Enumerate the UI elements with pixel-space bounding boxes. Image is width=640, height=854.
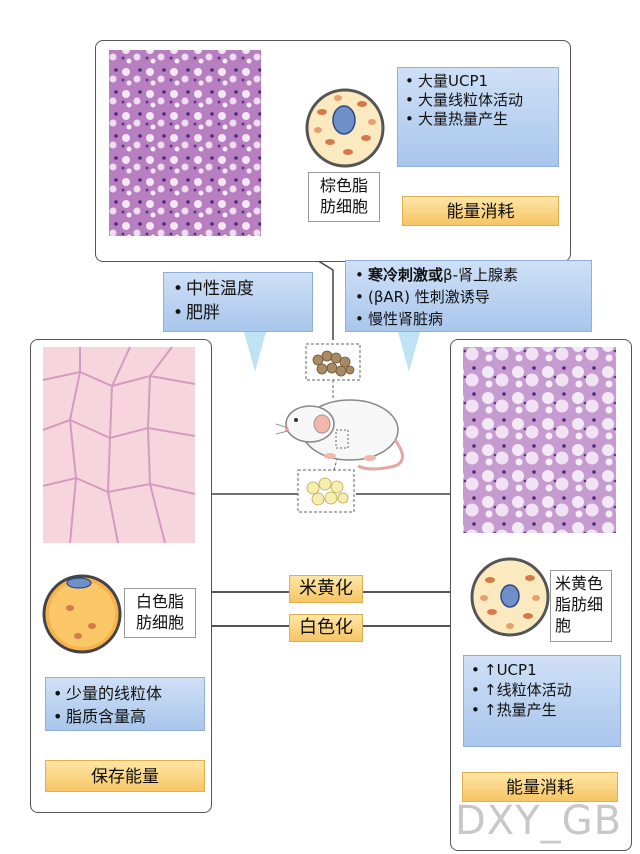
beige-features-box: ↑UCP1 ↑线粒体活动 ↑热量产生 <box>463 655 621 747</box>
stimulus-left-item: 中性温度 <box>170 277 306 301</box>
beige-cell-label-line1: 米黄色 <box>555 574 604 593</box>
brown-cell-label: 棕色脂 肪细胞 <box>308 172 380 222</box>
beige-cell-label-line2: 脂肪细 <box>555 595 604 614</box>
beige-outcome-box: 能量消耗 <box>462 772 618 802</box>
stimulus-right-line2: (βAR) 性刺激诱导 <box>368 288 490 306</box>
brown-feature-item: 大量热量产生 <box>402 110 554 129</box>
brown-features-box: 大量UCP1 大量线粒体活动 大量热量产生 <box>397 67 559 167</box>
brown-cell-label-line2: 肪细胞 <box>319 197 368 216</box>
stimulus-right-box: 寒冷刺激或β-肾上腺素 (βAR) 性刺激诱导 慢性肾脏病 <box>345 260 592 332</box>
beige-feature-item: ↑线粒体活动 <box>468 680 616 700</box>
browning-label: 米黄化 <box>289 575 363 603</box>
brown-cell-label-line1: 棕色脂 <box>319 176 368 195</box>
whitening-label: 白色化 <box>289 614 363 642</box>
brown-feature-item: 大量UCP1 <box>402 72 554 91</box>
stimulus-left-item: 肥胖 <box>170 301 306 325</box>
stimulus-right-item: 寒冷刺激或β-肾上腺素 <box>352 264 585 286</box>
brown-outcome-box: 能量消耗 <box>402 196 559 226</box>
stimulus-right-item-cont: (βAR) 性刺激诱导 <box>352 286 585 308</box>
stimulus-left-box: 中性温度 肥胖 <box>163 272 313 332</box>
white-feature-item: 脂质含量高 <box>50 705 200 728</box>
white-cell-label: 白色脂 肪细胞 <box>124 588 196 638</box>
beige-feature-item: ↑UCP1 <box>468 660 616 680</box>
stimulus-left-wedge <box>244 332 266 372</box>
stimulus-right-bold: 寒冷刺激或 <box>368 266 444 284</box>
watermark-text: DXY_GB <box>455 798 623 844</box>
white-cell-label-line1: 白色脂 <box>135 592 184 611</box>
white-features-box: 少量的线粒体 脂质含量高 <box>45 677 205 731</box>
beige-cell-label: 米黄色 脂肪细 胞 <box>550 570 612 642</box>
white-outcome-box: 保存能量 <box>45 760 205 792</box>
white-feature-item: 少量的线粒体 <box>50 682 200 705</box>
beige-cell-label-line3: 胞 <box>555 616 572 635</box>
stimulus-right-rest: β-肾上腺素 <box>443 266 519 284</box>
stimulus-right-wedge <box>398 332 420 372</box>
brown-feature-item: 大量线粒体活动 <box>402 91 554 110</box>
white-cell-label-line2: 肪细胞 <box>135 613 184 632</box>
stimulus-right-item: 慢性肾脏病 <box>352 308 585 330</box>
beige-feature-item: ↑热量产生 <box>468 700 616 720</box>
